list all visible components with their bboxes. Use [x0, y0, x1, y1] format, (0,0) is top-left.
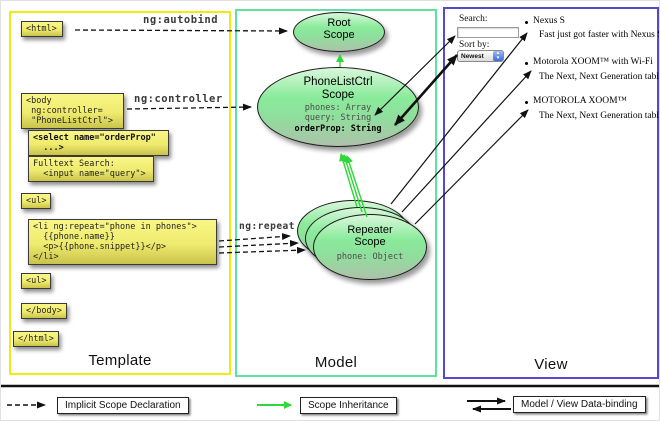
legend-scope-inheritance: Scope Inheritance	[300, 397, 397, 414]
legend-implicit-scope: Implicit Scope Declaration	[57, 397, 189, 414]
code-fulltext-search: Fulltext Search: <input name="query">	[28, 156, 154, 183]
sort-dropdown[interactable]: Newest ▲▼	[457, 50, 504, 62]
root-scope-title: Root	[327, 17, 351, 29]
code-body-close: </body>	[21, 303, 67, 320]
code-line: <select name="orderProp"	[33, 133, 156, 143]
phone-item-title: Nexus S	[533, 16, 565, 26]
bullet-icon	[525, 62, 528, 65]
template-column-frame: Template	[9, 11, 231, 375]
code-select: <select name="orderProp" ...>	[28, 130, 169, 157]
ng-autobind-label: ng:autobind	[143, 14, 219, 26]
code-line: {{phone.name}}	[33, 232, 115, 243]
scope-prop-phone: phone: Object	[336, 252, 404, 263]
bullet-icon	[525, 101, 528, 104]
code-line: <li ng:repeat="phone in phones">	[33, 222, 197, 232]
code-line: <body	[26, 96, 52, 106]
code-line: Fulltext Search:	[33, 159, 115, 169]
sort-by-label: Sort by:	[459, 40, 490, 50]
search-label: Search:	[459, 14, 488, 24]
code-line: <p>{{phone.snippet}}</p>	[33, 242, 167, 253]
phone-item-title: Motorola XOOM™ with Wi-Fi	[533, 57, 653, 67]
repeater-scope-title: Repeater	[347, 224, 393, 236]
code-ul-open: <ul>	[21, 193, 52, 210]
code-line: ...>	[33, 143, 64, 154]
bullet-icon	[525, 21, 528, 24]
ng-repeat-label: ng:repeat	[239, 221, 295, 232]
phonelistctrl-scope-title: PhoneListCtrl	[303, 76, 373, 88]
code-ul-close: <ul>	[21, 273, 52, 290]
template-column-label: Template	[88, 352, 152, 369]
code-li-repeat: <li ng:repeat="phone in phones"> {{phone…	[28, 219, 217, 266]
sort-dropdown-value: Newest	[461, 52, 484, 60]
code-line: ng:controller=	[26, 106, 103, 117]
phonelistctrl-scope-subtitle: Scope	[321, 88, 355, 101]
root-scope-subtitle: Scope	[323, 29, 355, 42]
view-column-label: View	[534, 356, 568, 373]
legend-double-arrow	[467, 397, 511, 413]
model-column-label: Model	[314, 354, 358, 371]
scope-prop-query: query: String	[304, 113, 372, 124]
phone-item-desc: The Next, Next Generation tablet.	[539, 111, 660, 121]
code-body-open: <body ng:controller= "PhoneListCtrl">	[21, 93, 124, 130]
scope-prop-phones: phones: Array	[304, 103, 372, 114]
root-scope-ellipse: Root Scope	[293, 12, 385, 52]
ng-controller-label: ng:controller	[134, 93, 223, 105]
code-line: "PhoneListCtrl">	[26, 116, 113, 127]
phone-item-desc: Fast just got faster with Nexus S.	[539, 30, 660, 40]
dropdown-stepper-icon: ▲▼	[493, 50, 503, 61]
phonelistctrl-scope-ellipse: PhoneListCtrl Scope phones: Array query:…	[257, 67, 419, 147]
code-line: </li>	[33, 252, 59, 263]
code-html-close: </html>	[13, 331, 59, 348]
code-line: <input name="query">	[33, 169, 146, 180]
model-column-frame: Model	[235, 9, 437, 377]
code-html-open: <html>	[21, 21, 63, 38]
search-input[interactable]	[457, 27, 519, 38]
legend-data-binding: Model / View Data-binding	[513, 396, 646, 413]
scope-prop-orderprop: orderProp: String	[294, 123, 382, 134]
repeater-scope-subtitle: Scope	[354, 236, 386, 249]
repeater-scope-ellipse-front: Repeater Scope phone: Object	[313, 214, 427, 280]
phone-item-title: MOTOROLA XOOM™	[533, 96, 627, 106]
phone-item-desc: The Next, Next Generation tablet.	[539, 72, 660, 82]
